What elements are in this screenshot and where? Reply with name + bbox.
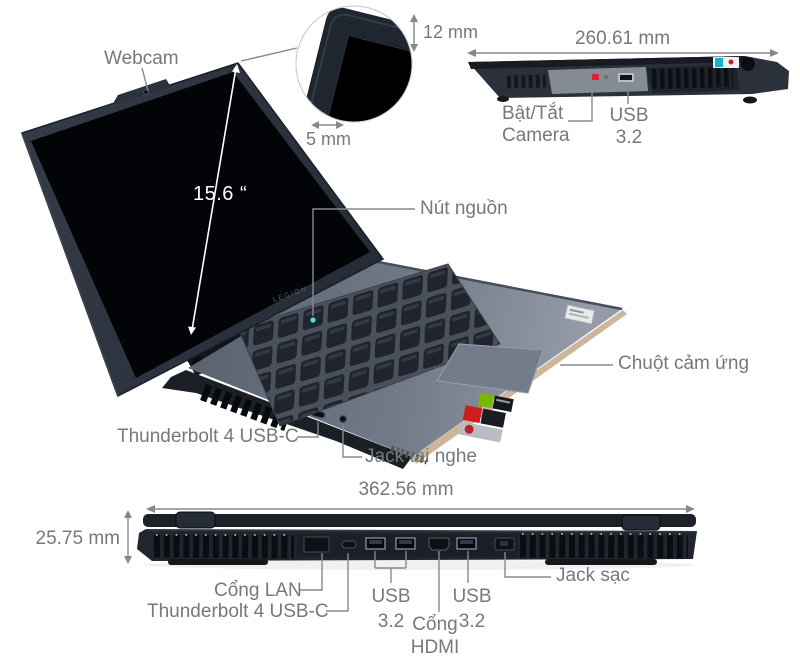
arrowheads <box>124 14 779 564</box>
side-lid-edge <box>468 56 746 69</box>
label-width-362mm: 362.56 mm <box>358 479 454 500</box>
thunderbolt-left-leader <box>297 422 319 438</box>
hdmi-port <box>428 537 450 551</box>
gpu-sticker-text <box>492 395 514 412</box>
webcam-notch <box>112 79 171 105</box>
power-button-leader <box>312 208 415 316</box>
side-sticker-logo <box>715 58 723 67</box>
front-bottom-vents <box>389 445 429 465</box>
side-foot-right <box>743 96 757 104</box>
rear-hinge-left <box>175 511 216 529</box>
label-lan-port: Cổng LAN <box>214 580 302 601</box>
thunderbolt-rear-leader <box>326 553 349 612</box>
side-left-vents <box>506 74 547 89</box>
lan-leader <box>300 553 323 591</box>
usb-a-port-2 <box>395 537 416 550</box>
zoom-circle-connector <box>240 47 298 62</box>
cpu-sticker-text <box>480 408 506 428</box>
label-hdmi: Cổng HDMI <box>410 614 460 658</box>
headphone-jack-port <box>339 415 348 424</box>
side-sticker-dot <box>728 59 734 65</box>
power-button <box>310 317 316 323</box>
usb-a-port-3 <box>456 537 477 550</box>
left-side-vents <box>200 384 290 431</box>
label-usb-pair: USB 3.2 <box>371 586 411 632</box>
label-bezel-side-5mm: 5 mm <box>306 129 351 149</box>
thunderbolt-usbc-port-rear <box>341 540 357 549</box>
camera-kill-switch <box>592 74 599 80</box>
bezel-corner-art <box>298 7 412 122</box>
label-thunderbolt-rear: Thunderbolt 4 USB-C <box>147 601 329 622</box>
rear-lid-strip <box>143 514 696 527</box>
label-height-2575mm: 25.75 mm <box>35 528 120 549</box>
cpu-sticker <box>462 405 483 424</box>
hinge-knob <box>741 57 755 71</box>
rear-body-highlight <box>145 529 697 533</box>
badge-logo <box>464 424 474 434</box>
side-view <box>468 56 789 104</box>
webcam-leader <box>141 67 149 92</box>
screen <box>31 72 370 378</box>
headphone-leader <box>342 424 362 458</box>
label-webcam: Webcam <box>104 48 179 69</box>
label-usb-single: USB 3.2 <box>452 586 492 632</box>
white-sticker <box>564 304 595 325</box>
gpu-sticker <box>477 392 495 409</box>
camera-switch-leader <box>568 84 593 122</box>
webcam-lens <box>143 89 149 95</box>
screen-size-arrow <box>188 64 240 335</box>
label-headphone-jack: Jack tai nghe <box>365 446 477 467</box>
label-touchpad: Chuột cảm ứng <box>618 353 750 374</box>
lan-port <box>303 536 330 553</box>
label-depth-260mm: 260.61 mm <box>574 28 671 49</box>
touchpad <box>436 343 544 394</box>
label-bezel-top-12mm: 12 mm <box>423 22 479 42</box>
side-right-vents <box>651 67 734 89</box>
label-camera-switch: Bật/Tắt Camera <box>502 103 570 146</box>
deck-right-edge <box>367 258 623 311</box>
dc-charging-port <box>494 537 515 551</box>
side-foot-left <box>497 96 509 102</box>
label-screen-size: 15.6 “ <box>193 183 248 205</box>
gpu-sticker-line <box>496 398 511 404</box>
rear-right-vents <box>519 534 689 559</box>
label-power-button: Nút nguồn <box>420 198 508 219</box>
bezel-zoom-circle <box>295 5 413 123</box>
rear-foot-right <box>545 559 657 565</box>
label-usb-side: USB 3.2 <box>609 105 649 148</box>
label-charging-jack: Jack sạc <box>556 565 630 586</box>
label-thunderbolt-left: Thunderbolt 4 USB-C <box>117 426 299 447</box>
camera-icon <box>604 75 608 79</box>
rear-hinge-right <box>621 514 661 531</box>
keyboard <box>237 263 501 427</box>
leader-lines <box>127 19 775 612</box>
main-laptop-view: LEGION <box>21 62 627 469</box>
rear-left-vents <box>153 534 295 559</box>
charging-jack-leader <box>504 552 551 578</box>
lid-edge-highlight <box>21 132 119 397</box>
rear-view <box>137 511 697 570</box>
usb-a-port-1 <box>365 537 386 550</box>
stickers <box>458 392 514 443</box>
usb-pair-bracket <box>374 551 407 583</box>
rear-foot-left <box>168 559 268 565</box>
usb-port-side-slot <box>620 75 632 80</box>
